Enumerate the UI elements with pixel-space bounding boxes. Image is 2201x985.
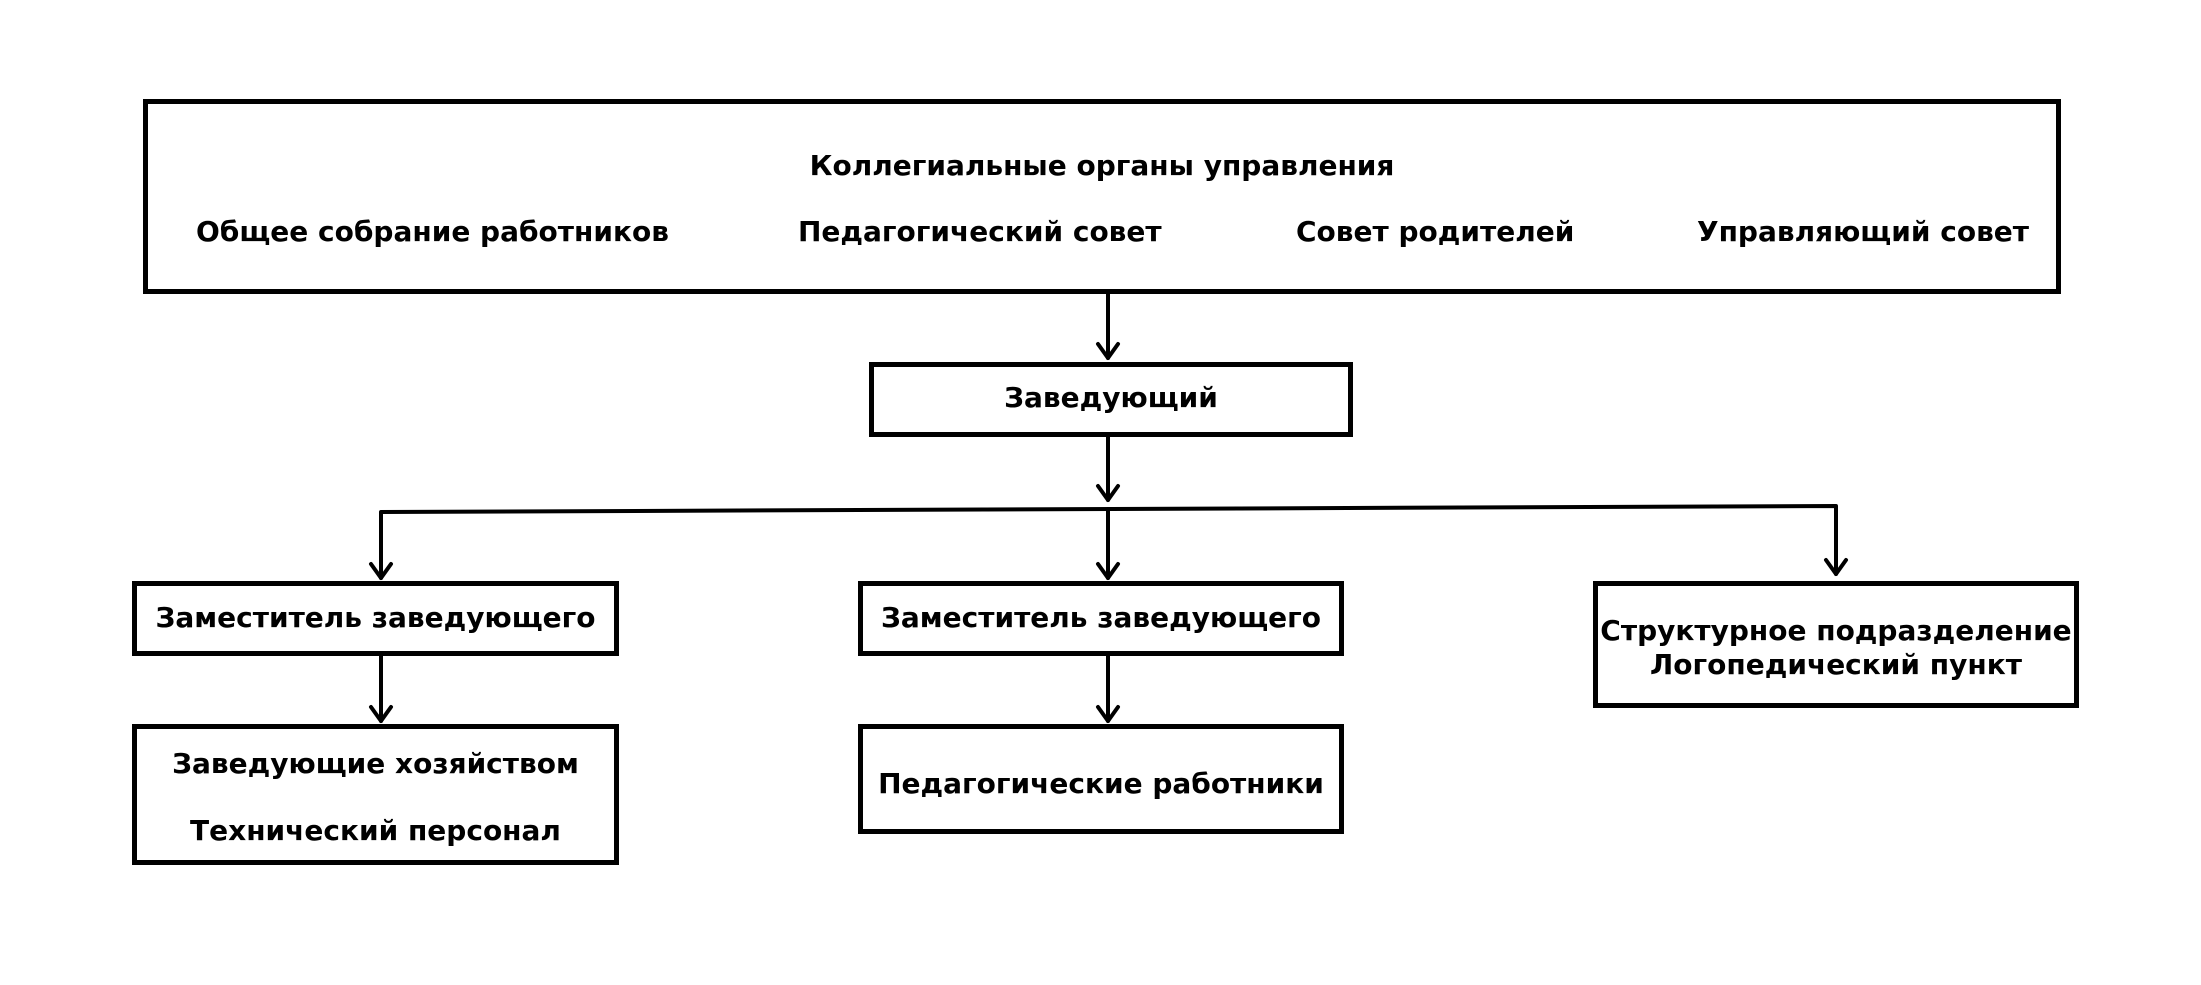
technical-staff-label: Технический персонал [190, 814, 561, 847]
arrowhead [1096, 484, 1120, 502]
collegial-bodies-title: Коллегиальные органы управления [809, 149, 1395, 182]
household-staff-box: Заведующие хозяйством Технический персон… [132, 724, 619, 865]
deputy-center-label: Заместитель заведующего [880, 601, 1322, 634]
arrowhead [1824, 558, 1848, 576]
collegial-body-pedagogical-council: Педагогический совет [798, 215, 1162, 248]
collegial-bodies-box: Коллегиальные органы управления Общее со… [143, 99, 2061, 294]
arrowhead [1096, 342, 1120, 360]
structural-unit-label: Структурное подразделение [1600, 614, 2072, 647]
head-label: Заведующий [1004, 381, 1218, 414]
arrowhead [1096, 705, 1120, 723]
deputy-center-box: Заместитель заведующего [858, 581, 1344, 656]
pedagogical-staff-label: Педагогические работники [878, 767, 1324, 800]
collegial-body-governing-council: Управляющий совет [1697, 215, 2030, 248]
deputy-left-label: Заместитель заведующего [155, 601, 596, 634]
collegial-body-parents-council: Совет родителей [1296, 215, 1575, 248]
speech-therapy-unit-box: Структурное подразделение Логопедический… [1593, 581, 2079, 708]
arrowhead [369, 705, 393, 723]
arrowhead [369, 562, 393, 580]
household-managers-label: Заведующие хозяйством [172, 747, 579, 780]
collegial-body-general-meeting: Общее собрание работников [196, 215, 669, 248]
deputy-left-box: Заместитель заведующего [132, 581, 619, 656]
head-box: Заведующий [869, 362, 1353, 437]
arrowhead [1096, 562, 1120, 580]
speech-therapy-point-label: Логопедический пункт [1650, 648, 2022, 681]
pedagogical-staff-box: Педагогические работники [858, 724, 1344, 834]
